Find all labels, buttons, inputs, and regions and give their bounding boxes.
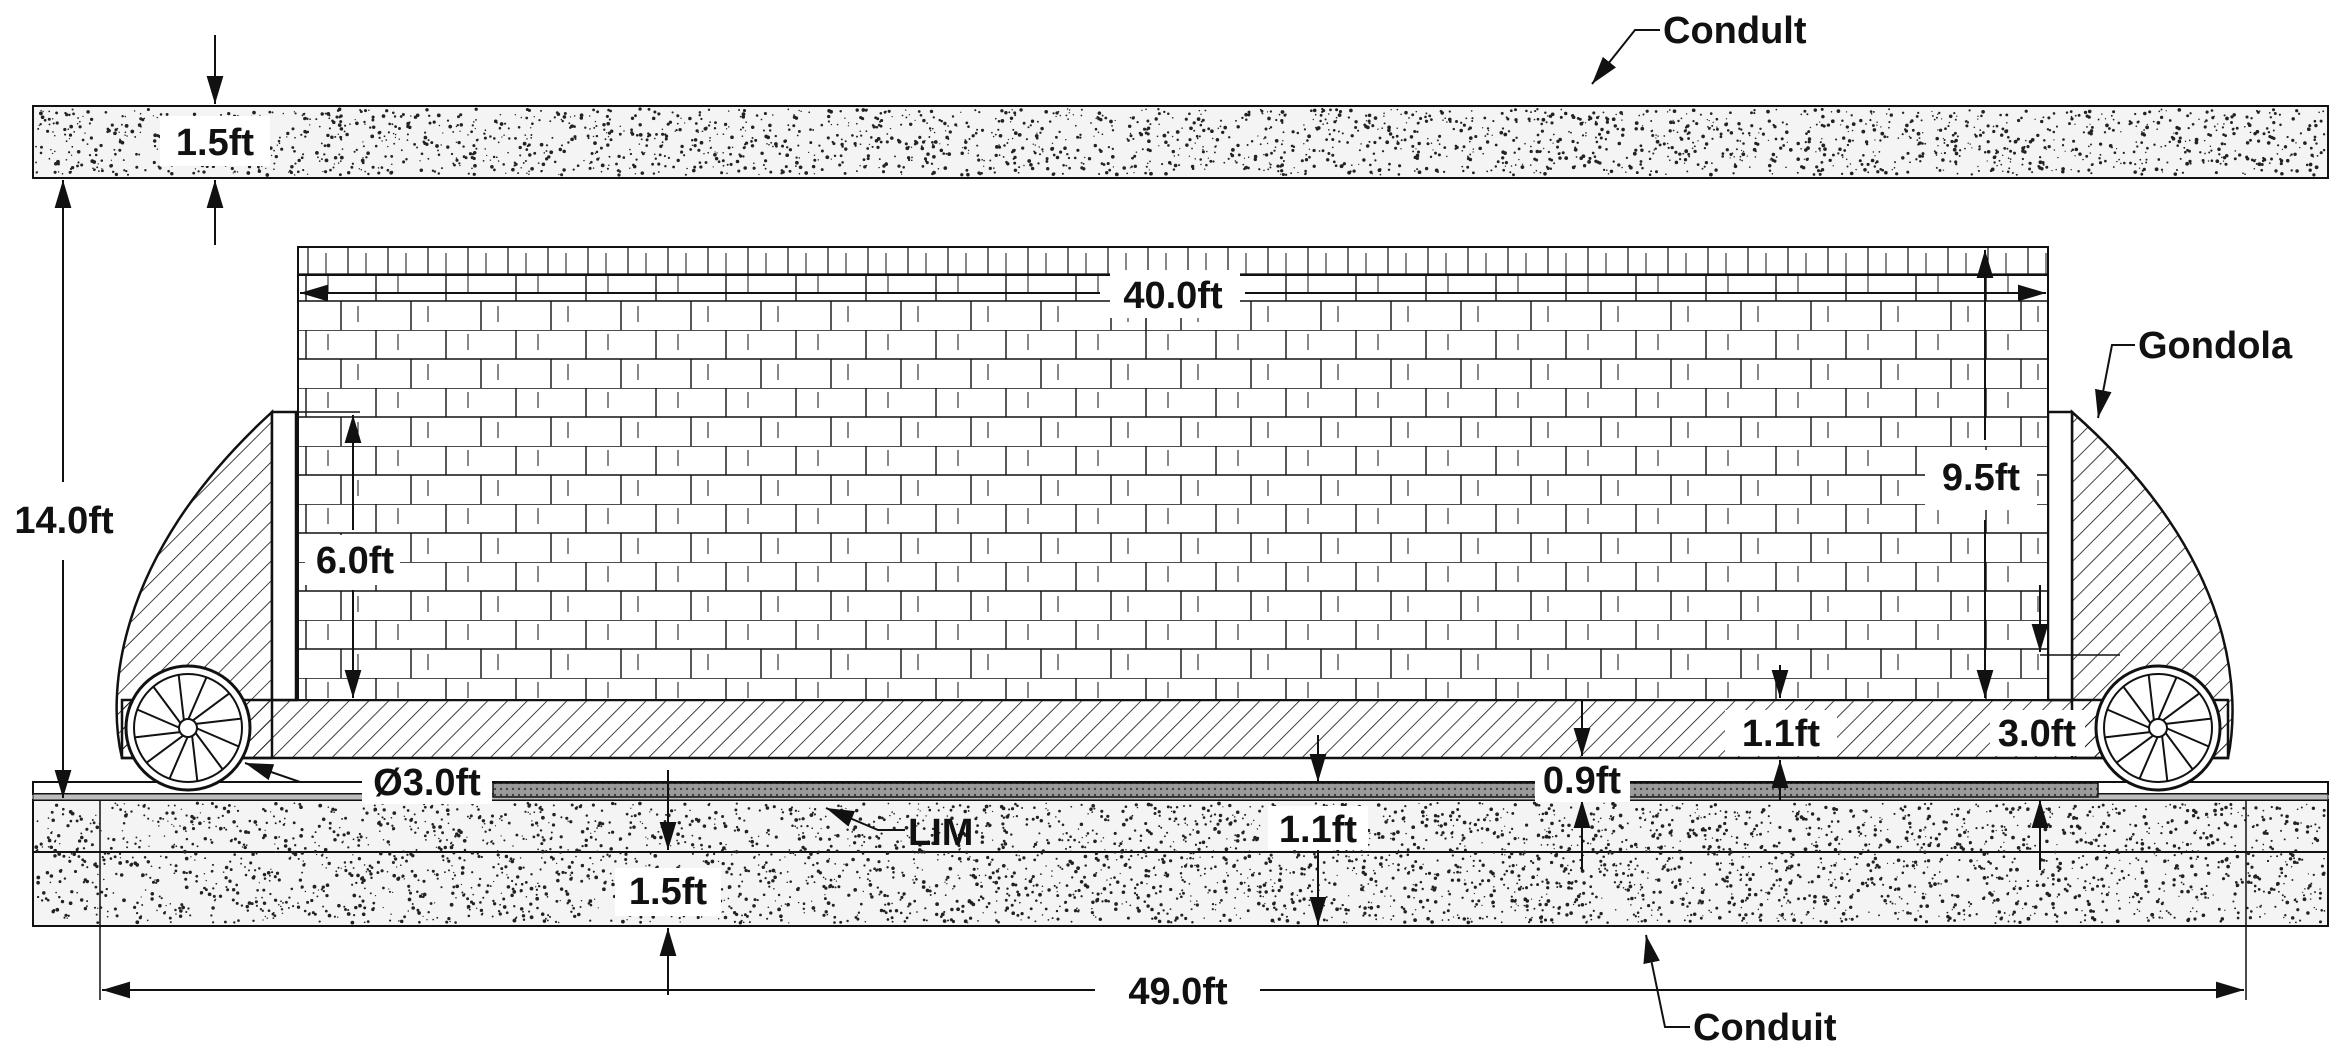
lim-label: LIM	[908, 812, 973, 854]
bottom-conduit-slab	[32, 799, 2329, 927]
dim-text-lim-gap: 0.9ft	[1535, 760, 1630, 802]
lim-motor-bar	[492, 782, 2099, 798]
dim-text-floor-thickness: 1.1ft	[1725, 710, 1837, 756]
dim-text-overall-height: 14.0ft	[5, 495, 123, 547]
concrete-speckle-top	[35, 107, 2326, 177]
dim-text-top-slab: 1.5ft	[160, 116, 270, 166]
dim-text-cargo-length: 40.0ft	[1110, 270, 1240, 318]
dim-text-lim-height: 1.1ft	[1268, 806, 1368, 851]
dim-text-wheel-height: 3.0ft	[1990, 710, 2085, 756]
conduit-bottom-label: Conduit	[1693, 1007, 1837, 1049]
gondola-label: Gondola	[2138, 325, 2293, 367]
dim-text-base-slab: 1.5ft	[615, 868, 721, 916]
dim-text-side-wall-height: 6.0ft	[305, 535, 400, 585]
dim-text-overall-length: 49.0ft	[1100, 966, 1256, 1016]
cargo-block	[297, 246, 2049, 701]
gondola-body	[115, 409, 2234, 760]
dimension-lines	[54, 35, 2247, 1000]
conduit-top-label: Condult	[1663, 10, 1807, 52]
right-wheel	[2094, 664, 2222, 792]
left-wheel	[124, 664, 252, 792]
label-leaders	[244, 29, 2135, 1028]
dim-text-wheel-diameter: Ø3.0ft	[362, 760, 492, 804]
top-conduit-slab	[32, 105, 2329, 179]
dim-text-cargo-height: 9.5ft	[1925, 450, 2037, 510]
